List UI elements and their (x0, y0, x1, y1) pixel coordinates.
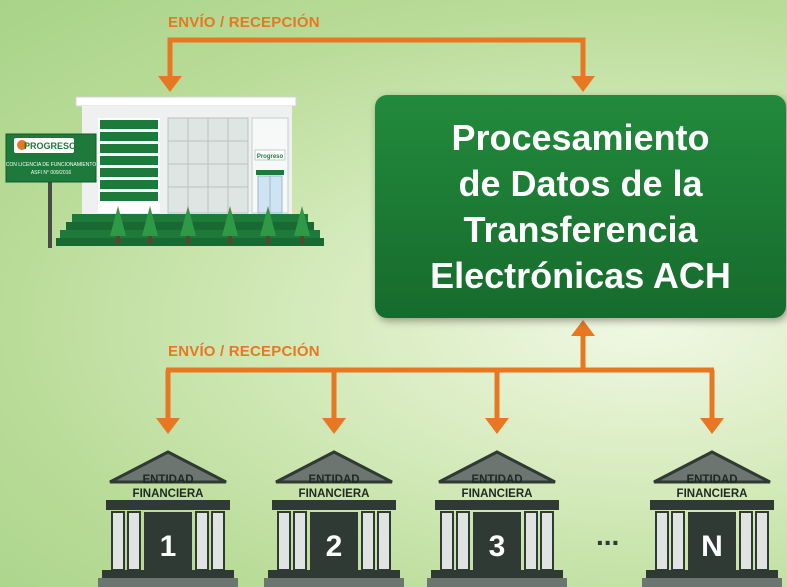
processing-line-1: Procesamiento (451, 116, 710, 158)
sign-license-text: CON LICENCIA DE FUNCIONAMIENTO (6, 162, 97, 168)
bank-title-line1: ENTIDAD (686, 474, 737, 486)
license-sign: PROGRESO CON LICENCIA DE FUNCIONAMIENTO … (5, 133, 97, 248)
branch-n (700, 370, 724, 434)
bank-branch-building: Progreso (5, 96, 324, 248)
ellipsis: ... (596, 520, 619, 551)
arrow-down-icon (158, 76, 182, 92)
processing-line-2: de Datos de la (458, 162, 703, 204)
glass-windows (167, 117, 249, 214)
financial-entity-3: ENTIDAD FINANCIERA 3 (427, 450, 567, 587)
arrow-up-icon (571, 320, 595, 336)
bank-title-line2: FINANCIERA (133, 488, 204, 500)
bank-roof-icon (653, 450, 771, 484)
bank-roof-icon (438, 450, 556, 484)
branch-3 (485, 370, 509, 434)
financial-entity-2: ENTIDAD FINANCIERA 2 (264, 450, 404, 587)
bank-title-line2: FINANCIERA (462, 488, 533, 500)
processing-line-3: Transferencia (463, 208, 698, 250)
bank-roof-icon (109, 450, 227, 484)
financial-entity-n: ENTIDAD FINANCIERA N (642, 450, 782, 587)
bank-roof-icon (275, 450, 393, 484)
arrow-down-icon (485, 418, 509, 434)
facade-brand-text: Progreso (257, 154, 284, 160)
arrow-down-icon (156, 418, 180, 434)
bank-title-line1: ENTIDAD (142, 474, 193, 486)
top-connector (158, 37, 595, 92)
bottom-flow-label: ENVÍO / RECEPCIÓN (168, 343, 320, 360)
arrow-down-icon (322, 418, 346, 434)
green-slats (98, 118, 160, 213)
top-flow-label: ENVÍO / RECEPCIÓN (168, 14, 320, 31)
trees (110, 206, 310, 244)
arrow-down-icon (700, 418, 724, 434)
progreso-logo-icon (17, 140, 27, 150)
bottom-connector (156, 320, 724, 434)
financial-entity-1: ENTIDAD FINANCIERA 1 (98, 450, 238, 587)
top-connector-line (167, 37, 586, 80)
bank-number: 1 (160, 530, 177, 563)
bank-title-line1: ENTIDAD (471, 474, 522, 486)
entrance: Progreso (251, 117, 289, 214)
sign-asfi-text: ASFI N° 009/2016 (31, 170, 72, 176)
bank-number: 2 (326, 530, 343, 563)
bank-title-line1: ENTIDAD (308, 474, 359, 486)
arrow-down-icon (571, 76, 595, 92)
bank-title-line2: FINANCIERA (677, 488, 748, 500)
processing-box: Procesamiento de Datos de la Transferenc… (375, 95, 786, 318)
bank-title-line2: FINANCIERA (299, 488, 370, 500)
bank-number: N (701, 530, 723, 563)
sign-brand: PROGRESO (24, 141, 76, 151)
processing-line-4: Electrónicas ACH (430, 254, 731, 296)
bank-number: 3 (489, 530, 506, 563)
branch-2 (322, 370, 346, 434)
branch-1 (156, 370, 180, 434)
